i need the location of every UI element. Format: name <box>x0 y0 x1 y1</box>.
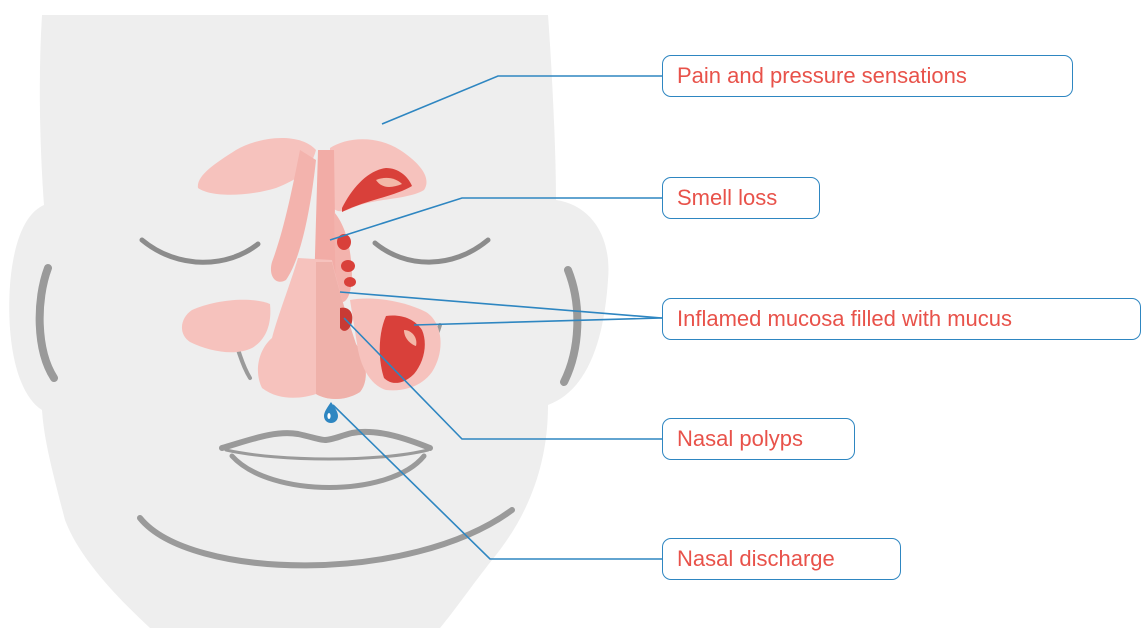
ethmoid-cell-2 <box>341 260 355 272</box>
callout-smell-loss: Smell loss <box>662 177 820 219</box>
callout-nasal-polyps: Nasal polyps <box>662 418 855 460</box>
callout-nasal-discharge: Nasal discharge <box>662 538 901 580</box>
callout-pain-and-pressure: Pain and pressure sensations <box>662 55 1073 97</box>
droplet-highlight <box>327 413 330 419</box>
callout-inflamed-mucosa: Inflamed mucosa filled with mucus <box>662 298 1141 340</box>
ethmoid-cell-3 <box>344 277 356 287</box>
